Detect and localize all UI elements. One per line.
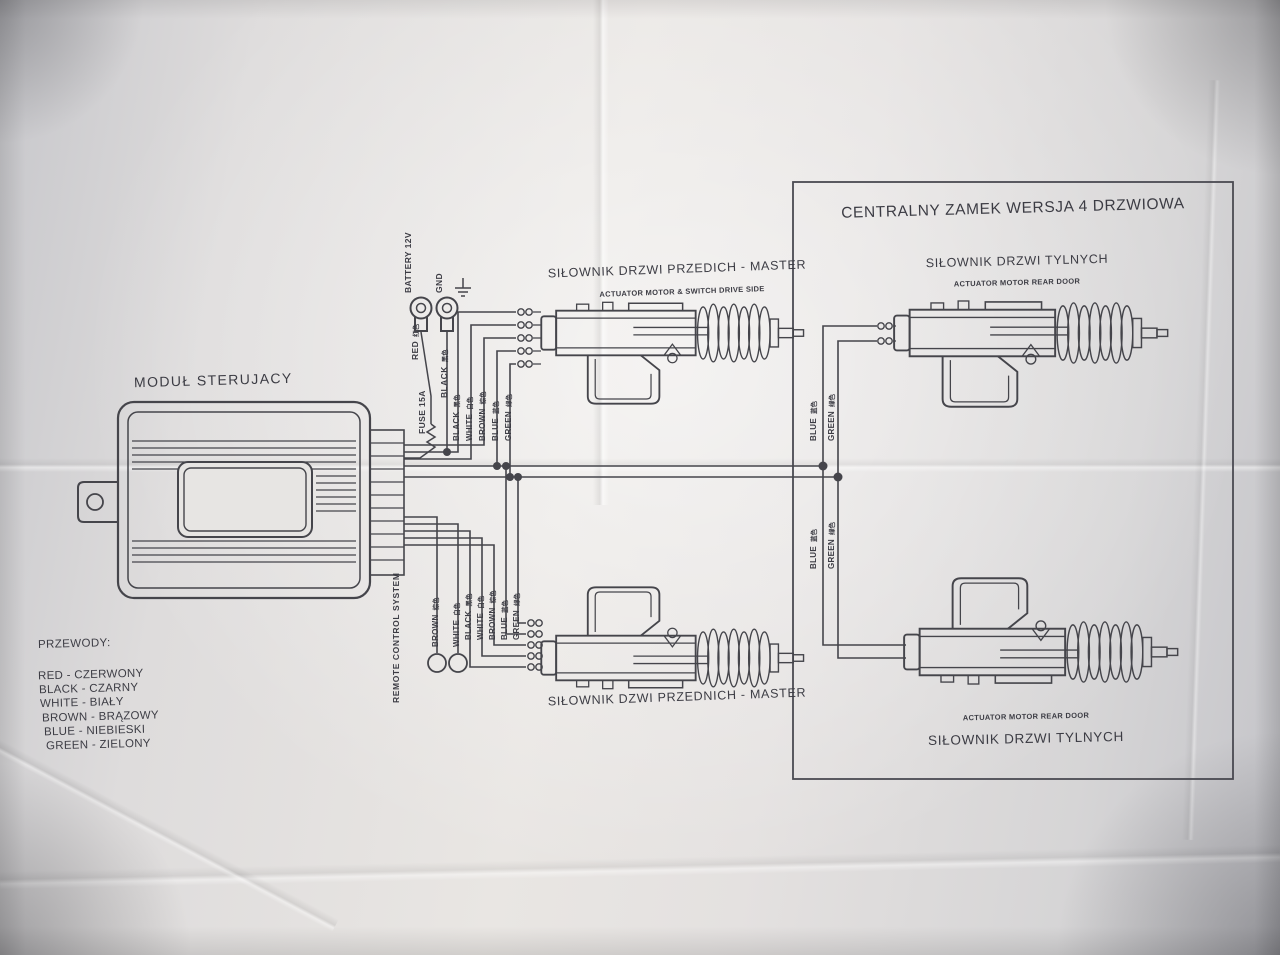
connector-terminals xyxy=(427,308,896,673)
battery-label: BATTERY 12V xyxy=(403,232,413,293)
cjk: 绿色 xyxy=(506,394,513,408)
wire-label-top-white: WHITE白色 xyxy=(465,396,474,441)
wire-label-bottom-blue: BLUE蓝色 xyxy=(500,600,509,640)
actuator-front-top-drawing xyxy=(540,301,805,405)
cjk: 棕色 xyxy=(433,597,440,611)
fuse-label: FUSE 15A xyxy=(417,390,427,434)
control-module-drawing xyxy=(77,400,405,600)
actuator-rear-bottom-drawing xyxy=(903,577,1179,685)
cjk: 蓝色 xyxy=(502,600,509,614)
cjk: 蓝色 xyxy=(811,401,818,415)
wire-label-bottom-green: GREEN绿色 xyxy=(512,593,521,640)
cjk: 蓝色 xyxy=(811,529,818,543)
wire-label-bottom-brown2: BROWN棕色 xyxy=(488,590,497,640)
red-wire-label: RED红色 xyxy=(410,323,420,360)
battery-terminal-icon xyxy=(409,296,433,332)
cjk: 白色 xyxy=(454,602,461,616)
cjk: 绿色 xyxy=(829,394,836,408)
wire-label-top-blue: BLUE蓝色 xyxy=(491,401,500,441)
cjk: 棕色 xyxy=(480,391,487,405)
cjk: 棕色 xyxy=(490,590,497,604)
wire-label-bottom-black: BLACK黑色 xyxy=(464,593,473,641)
wire-label-rear-blue-lower: BLUE蓝色 xyxy=(809,529,818,569)
wire-label-top-brown: BROWN棕色 xyxy=(478,391,487,441)
gnd-label: GND xyxy=(434,272,444,293)
cjk: 绿色 xyxy=(829,522,836,536)
cjk: 白色 xyxy=(478,595,485,609)
outline-box xyxy=(792,181,1234,780)
cjk: 绿色 xyxy=(514,593,521,607)
black-wire-cjk: 黑色 xyxy=(442,349,449,363)
wire-label-rear-green-lower: GREEN绿色 xyxy=(827,522,836,569)
cjk: 蓝色 xyxy=(493,401,500,415)
ground-symbol-icon xyxy=(455,278,471,297)
black-wire-label: BLACK黑色 xyxy=(439,349,449,398)
red-wire-cjk: 红色 xyxy=(413,323,420,337)
cjk: 白色 xyxy=(467,396,474,410)
cjk: 黑色 xyxy=(454,394,461,408)
junction-dots xyxy=(443,448,843,482)
remote-control-label: REMOTE CONTROL SYSTEM xyxy=(391,572,401,703)
legend-entry: WHITE - BIAŁY xyxy=(39,695,124,711)
wire-label-top-black: BLACK黑色 xyxy=(452,394,461,442)
wire-label-bottom-white1: WHITE白色 xyxy=(452,602,461,647)
wire-label-rear-blue-upper: BLUE蓝色 xyxy=(809,401,818,441)
actuator-rear-top-drawing xyxy=(893,300,1169,408)
wire-label-bottom-brown1: BROWN棕色 xyxy=(431,597,440,647)
wire-label-top-green: GREEN绿色 xyxy=(504,394,513,441)
wire-lines xyxy=(404,311,906,668)
legend-title: PRZEWODY: xyxy=(37,637,111,651)
wire-label-bottom-white2: WHITE白色 xyxy=(476,595,485,640)
gnd-terminal-icon xyxy=(435,296,459,332)
actuator-front-bottom-drawing xyxy=(540,586,805,690)
cjk: 黑色 xyxy=(466,593,473,607)
wire-label-rear-green-upper: GREEN绿色 xyxy=(827,394,836,441)
